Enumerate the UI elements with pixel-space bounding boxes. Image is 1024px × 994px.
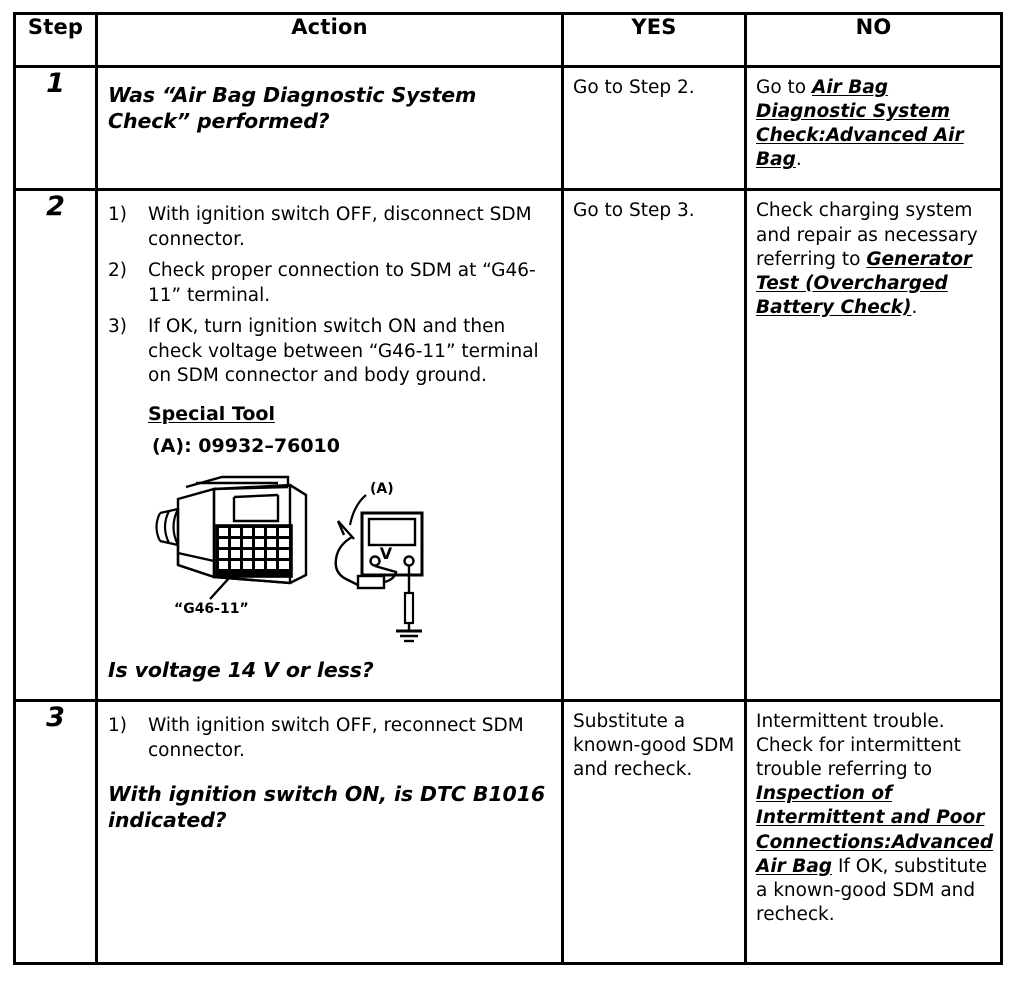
yes-cell-3: Substitute a known-good SDM and recheck. bbox=[561, 699, 747, 965]
action-cell-2: 1) With ignition switch OFF, disconnect S… bbox=[95, 188, 564, 703]
no-suffix-2: . bbox=[911, 296, 918, 318]
yes-cell-2: Go to Step 3. bbox=[561, 188, 747, 703]
yes-text-1: Go to Step 2. bbox=[573, 77, 695, 98]
special-tool-code: (A): 09932–76010 bbox=[152, 435, 340, 458]
special-tool-title: Special Tool bbox=[148, 403, 275, 426]
no-text-2: Check charging system and repair as nece… bbox=[747, 191, 1000, 329]
no-prefix-2: Check charging system and repair as nece… bbox=[756, 200, 978, 270]
list-item-text: With ignition switch OFF, reconnect SDM … bbox=[148, 715, 524, 761]
list-item-number: 1) bbox=[108, 715, 127, 737]
list-item-number: 1) bbox=[108, 204, 127, 226]
step-number-2: 2 bbox=[13, 188, 98, 703]
action-step-list-2: 1) With ignition switch OFF, disconnect S… bbox=[108, 203, 553, 388]
action-question-2: Is voltage 14 V or less? bbox=[108, 658, 374, 683]
list-item-number: 3) bbox=[108, 316, 127, 338]
no-reference-link-3[interactable]: Inspection of Intermittent and Poor Conn… bbox=[756, 783, 994, 877]
yes-text-2: Go to Step 3. bbox=[573, 200, 695, 222]
voltmeter-symbol: V bbox=[380, 544, 393, 563]
no-prefix-3: Intermittent trouble. Check for intermit… bbox=[756, 711, 961, 781]
special-tool-callout-label: (A) bbox=[370, 481, 394, 497]
table-header-row: Step Action YES NO bbox=[13, 12, 1003, 68]
no-cell-1: Go to Air Bag Diagnostic System Check:Ad… bbox=[744, 64, 1003, 192]
column-header-step: Step bbox=[13, 12, 98, 68]
no-cell-3: Intermittent trouble. Check for intermit… bbox=[744, 699, 1003, 965]
list-item: 1) With ignition switch OFF, disconnect S… bbox=[108, 203, 553, 252]
list-item: 3) If OK, turn ignition switch ON and the… bbox=[108, 315, 553, 388]
action-step-list-3: 1) With ignition switch OFF, reconnect SD… bbox=[108, 714, 553, 763]
yes-text-3: Substitute a known-good SDM and recheck. bbox=[573, 711, 735, 781]
action-question-1: Was “Air Bag Diagnostic System Check” pe… bbox=[108, 83, 477, 134]
yes-cell-1: Go to Step 2. bbox=[561, 64, 747, 192]
list-item-number: 2) bbox=[108, 260, 127, 282]
action-question-3: With ignition switch ON, is DTC B1016 in… bbox=[108, 782, 546, 833]
table-row: 2 1) With ignition switch OFF, disconnect… bbox=[13, 188, 1003, 703]
column-header-action: Action bbox=[95, 12, 564, 68]
no-text-1: Go to Air Bag Diagnostic System Check:Ad… bbox=[747, 68, 1000, 182]
no-prefix-1: Go to bbox=[756, 77, 812, 98]
no-reference-link-2[interactable]: Generator Test (Overcharged Battery Chec… bbox=[756, 248, 973, 318]
column-header-yes: YES bbox=[561, 12, 747, 68]
table-row: 3 1) With ignition switch OFF, reconnect … bbox=[13, 699, 1003, 965]
special-tool-block: Special Tool (A): 09932–76010 bbox=[108, 402, 553, 459]
no-cell-2: Check charging system and repair as nece… bbox=[744, 188, 1003, 703]
action-cell-1: Was “Air Bag Diagnostic System Check” pe… bbox=[95, 64, 564, 192]
list-item-text: With ignition switch OFF, disconnect SDM… bbox=[148, 204, 532, 250]
list-item: 1) With ignition switch OFF, reconnect SD… bbox=[108, 714, 553, 763]
step-number-3: 3 bbox=[13, 699, 98, 965]
measurement-figure: “G46-11” (A) V bbox=[108, 473, 553, 651]
list-item-text: If OK, turn ignition switch ON and then … bbox=[148, 316, 539, 386]
list-item-text: Check proper connection to SDM at “G46-1… bbox=[148, 260, 536, 306]
diagnostic-flow-table: Step Action YES NO 1 Was “Air Bag Diagno… bbox=[13, 12, 1003, 965]
figure-svg: “G46-11” (A) V bbox=[155, 475, 424, 643]
no-text-3: Intermittent trouble. Check for intermit… bbox=[747, 702, 1000, 936]
no-reference-link-1[interactable]: Air Bag Diagnostic System Check:Advanced… bbox=[756, 77, 964, 171]
action-cell-3: 1) With ignition switch OFF, reconnect SD… bbox=[95, 699, 564, 965]
column-header-no: NO bbox=[744, 12, 1003, 68]
connector-terminal-label: “G46-11” bbox=[174, 601, 249, 617]
table-row: 1 Was “Air Bag Diagnostic System Check” … bbox=[13, 64, 1003, 192]
list-item: 2) Check proper connection to SDM at “G46… bbox=[108, 259, 553, 308]
no-suffix-3: If OK, substitute a known-good SDM and r… bbox=[756, 855, 987, 925]
no-suffix-1: . bbox=[795, 149, 802, 171]
step-number-1: 1 bbox=[13, 64, 98, 192]
